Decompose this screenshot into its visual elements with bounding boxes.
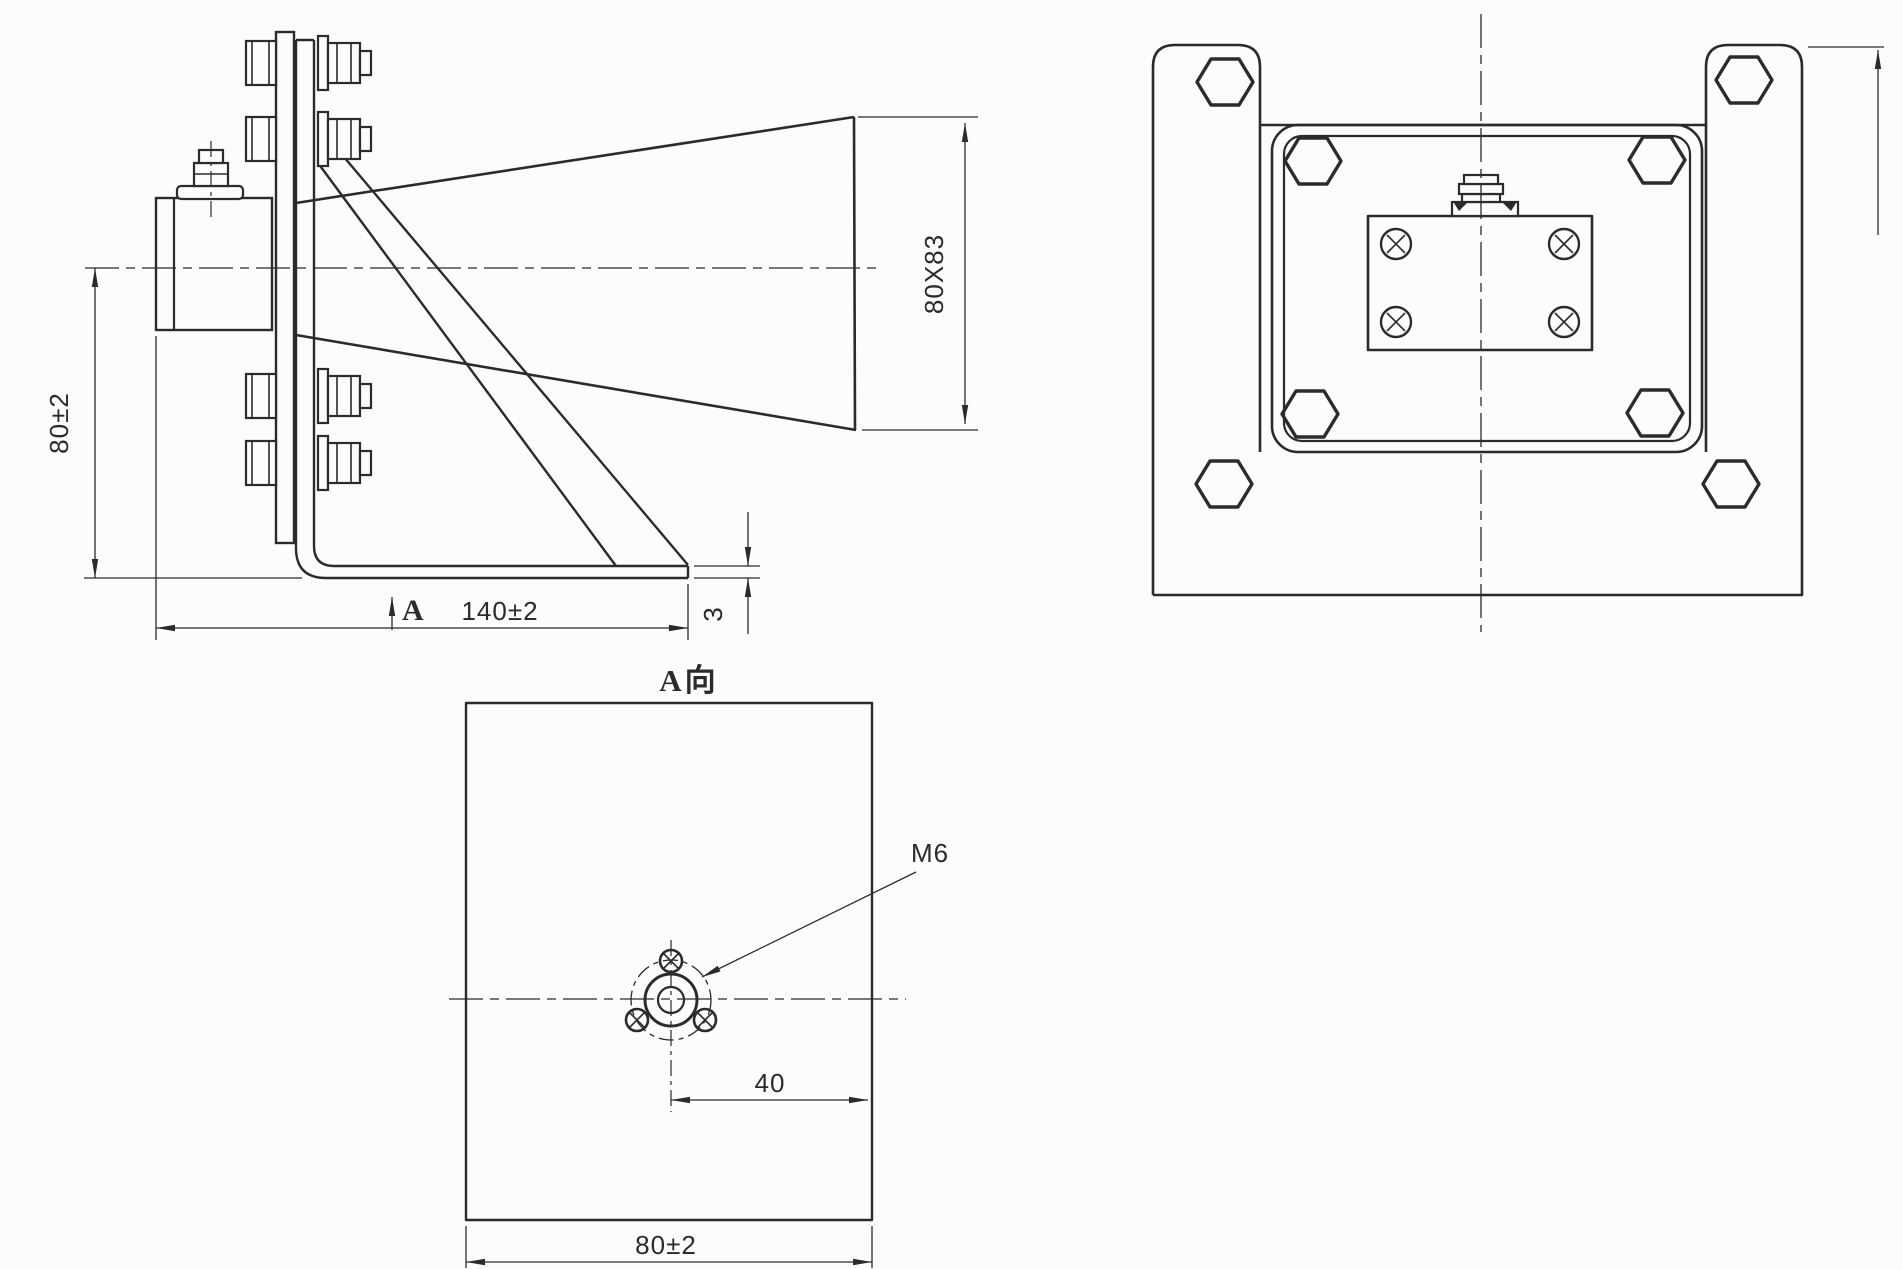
thread-callout-label: M6: [911, 838, 949, 868]
dim-height: 80±2: [44, 268, 302, 579]
dim-offset: 40: [671, 1068, 868, 1104]
side-view: 80±2 140±2 3 A 80X83: [44, 30, 978, 640]
hex-bolt: [1194, 459, 1254, 509]
flange-plate: [274, 30, 296, 545]
bracket-plate-outline: [1151, 43, 1804, 597]
coax-connector: [1450, 173, 1520, 218]
support-strut: [317, 156, 689, 567]
thread-callout: M6: [701, 838, 949, 978]
dim-partial-right: [1808, 46, 1884, 235]
mounting-boss: [624, 948, 718, 1041]
cross-screw: [658, 948, 684, 974]
waveguide-flange: [1366, 214, 1594, 352]
hex-bolt: [1701, 459, 1761, 509]
dim-width-label: 80±2: [635, 1230, 697, 1260]
flange-hex-bolts: [1280, 135, 1687, 439]
cross-screw: [1547, 227, 1581, 261]
hex-bolt: [1627, 135, 1687, 185]
dim-length-label: 140±2: [461, 596, 538, 626]
dim-aperture-label: 80X83: [919, 234, 949, 314]
bolt-row: [244, 110, 373, 168]
cross-screw: [1379, 227, 1413, 261]
view-a: A向 M6: [449, 663, 949, 1268]
flange-bolts: [244, 34, 373, 492]
rear-view: [1151, 14, 1884, 632]
view-a-title: A向: [659, 663, 718, 698]
cross-screw: [1547, 305, 1581, 339]
l-bracket: [294, 38, 690, 580]
hex-bolt: [1195, 57, 1255, 107]
antenna-flange: [1270, 123, 1704, 454]
bolt-row: [244, 367, 373, 425]
dim-length: 140±2: [155, 336, 689, 640]
plate-hex-bolts: [1194, 55, 1774, 509]
hex-bolt: [1714, 55, 1774, 105]
dim-width: 80±2: [465, 1226, 873, 1268]
cross-screw: [624, 1007, 650, 1033]
dim-thickness-label: 3: [698, 606, 728, 621]
cross-screw: [1379, 305, 1413, 339]
view-direction-marker: A: [388, 594, 424, 630]
bracket-base-plate: [464, 701, 874, 1222]
feed-block: [154, 141, 274, 332]
bolt-row: [244, 34, 373, 92]
dim-offset-label: 40: [755, 1068, 786, 1098]
bolt-row: [244, 434, 373, 492]
cross-screw: [692, 1007, 718, 1033]
hex-bolt: [1625, 388, 1685, 438]
dim-height-label: 80±2: [44, 392, 74, 454]
washer: [175, 184, 245, 201]
hex-bolt: [1283, 136, 1343, 186]
view-marker-label: A: [402, 594, 424, 627]
hex-bolt: [1280, 389, 1340, 439]
dim-thickness: 3: [694, 512, 760, 634]
horn-outline: [295, 115, 857, 432]
dim-aperture: 80X83: [858, 116, 978, 431]
